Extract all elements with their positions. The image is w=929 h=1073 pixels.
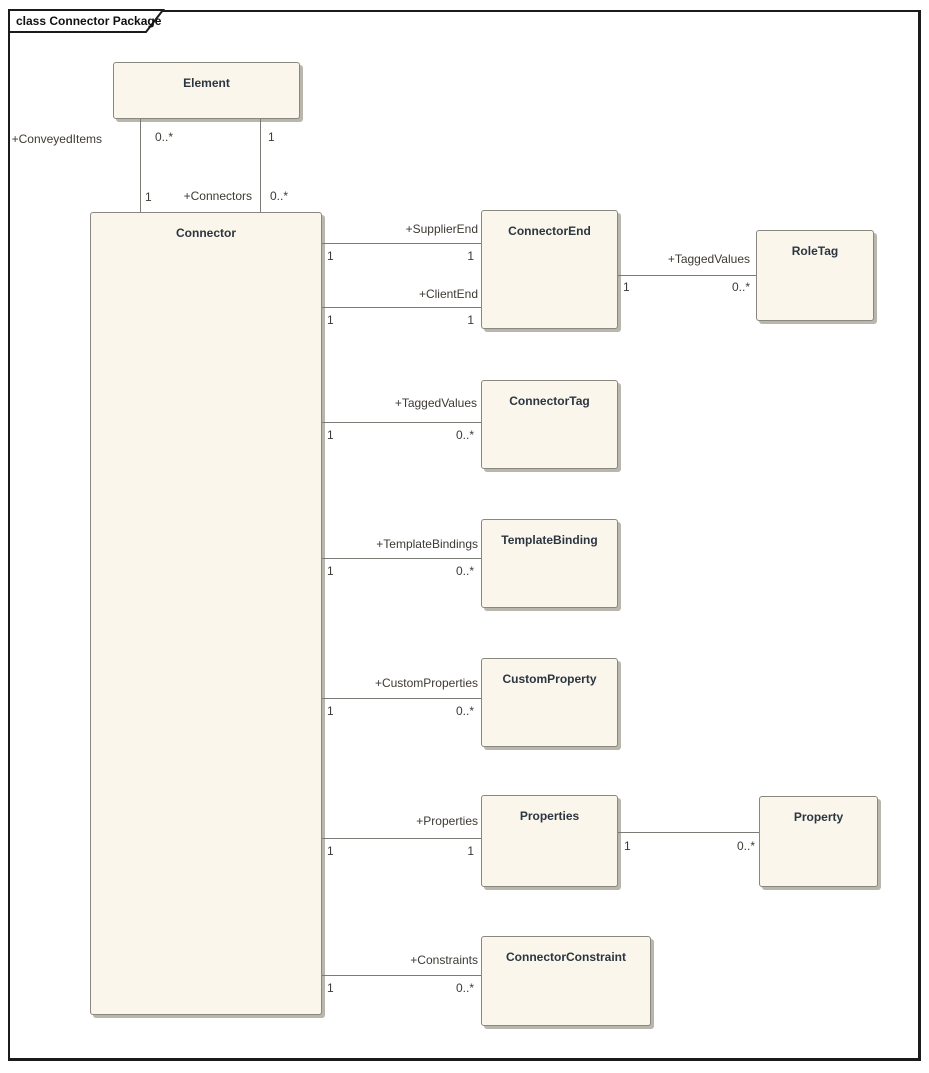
assoc-role-connectors: +Connectors (183, 189, 252, 203)
assoc-line-supplier-end[interactable] (322, 243, 481, 244)
class-name-template-binding: TemplateBinding (501, 533, 598, 547)
class-custom-property[interactable]: CustomProperty (481, 658, 618, 747)
assoc-mult-connectors-element: 1 (268, 130, 275, 144)
class-name-connector-constraint: ConnectorConstraint (506, 950, 626, 964)
assoc-mult-custom-properties-source: 1 (327, 704, 334, 718)
class-connector-end[interactable]: ConnectorEnd (481, 210, 618, 329)
assoc-mult-custom-properties-target: 0..* (455, 704, 474, 718)
class-name-connector: Connector (176, 226, 236, 240)
class-name-connector-tag: ConnectorTag (509, 394, 590, 408)
diagram-frame (8, 10, 921, 1061)
class-name-properties: Properties (519, 809, 580, 823)
class-name-custom-property: CustomProperty (502, 672, 597, 686)
assoc-mult-conveyed-items-connector: 1 (145, 190, 152, 204)
assoc-mult-constraints-target: 0..* (455, 981, 474, 995)
class-role-tag[interactable]: RoleTag (756, 230, 874, 321)
assoc-role-supplier-end: +SupplierEnd (405, 222, 478, 236)
class-connector-tag[interactable]: ConnectorTag (481, 380, 618, 469)
assoc-line-properties[interactable] (322, 838, 481, 839)
assoc-mult-connector-tagged-values-target: 0..* (455, 428, 474, 442)
assoc-role-constraints: +Constraints (410, 953, 478, 967)
class-name-element: Element (183, 76, 230, 90)
assoc-mult-property-items-target: 0..* (736, 839, 755, 853)
assoc-role-custom-properties: +CustomProperties (374, 676, 478, 690)
assoc-mult-client-end-source: 1 (327, 313, 334, 327)
assoc-mult-client-end-target: 1 (467, 313, 474, 327)
class-element[interactable]: Element (113, 62, 300, 119)
frame-title: class Connector Package (16, 14, 162, 28)
assoc-line-template-bindings[interactable] (322, 558, 481, 559)
frame-tab (8, 9, 166, 33)
assoc-mult-role-tagged-values-target: 0..* (731, 280, 750, 294)
assoc-line-constraints[interactable] (322, 975, 481, 976)
assoc-role-connector-tagged-values: +TaggedValues (394, 396, 477, 410)
assoc-mult-connectors-connector: 0..* (270, 189, 289, 203)
assoc-line-property-items[interactable] (618, 832, 759, 833)
assoc-mult-constraints-source: 1 (327, 981, 334, 995)
assoc-mult-supplier-end-target: 1 (467, 249, 474, 263)
class-name-property: Property (793, 810, 844, 824)
assoc-line-client-end[interactable] (322, 307, 481, 308)
assoc-role-template-bindings: +TemplateBindings (376, 537, 478, 551)
assoc-mult-template-bindings-target: 0..* (455, 564, 474, 578)
assoc-role-properties: +Properties (416, 814, 478, 828)
class-properties[interactable]: Properties (481, 795, 618, 887)
assoc-mult-properties-source: 1 (327, 844, 334, 858)
assoc-mult-supplier-end-source: 1 (327, 249, 334, 263)
assoc-mult-conveyed-items-element: 0..* (155, 130, 174, 144)
assoc-line-custom-properties[interactable] (322, 698, 481, 699)
assoc-role-client-end: +ClientEnd (418, 287, 478, 301)
assoc-mult-template-bindings-source: 1 (327, 564, 334, 578)
assoc-mult-role-tagged-values-source: 1 (623, 280, 630, 294)
class-property[interactable]: Property (759, 796, 878, 887)
class-template-binding[interactable]: TemplateBinding (481, 519, 618, 608)
assoc-role-role-tagged-values: +TaggedValues (667, 252, 750, 266)
assoc-mult-connector-tagged-values-source: 1 (327, 428, 334, 442)
assoc-line-connectors[interactable] (260, 119, 261, 212)
assoc-mult-properties-target: 1 (467, 844, 474, 858)
class-connector-constraint[interactable]: ConnectorConstraint (481, 936, 651, 1026)
assoc-line-role-tagged-values[interactable] (618, 275, 756, 276)
assoc-role-conveyed-items: +ConveyedItems (11, 132, 102, 146)
assoc-mult-property-items-source: 1 (624, 839, 631, 853)
assoc-line-conveyed-items[interactable] (140, 119, 141, 212)
class-name-connector-end: ConnectorEnd (508, 224, 591, 238)
class-connector[interactable]: Connector (90, 212, 322, 1015)
assoc-line-connector-tagged-values[interactable] (322, 422, 481, 423)
class-name-role-tag: RoleTag (791, 244, 839, 258)
